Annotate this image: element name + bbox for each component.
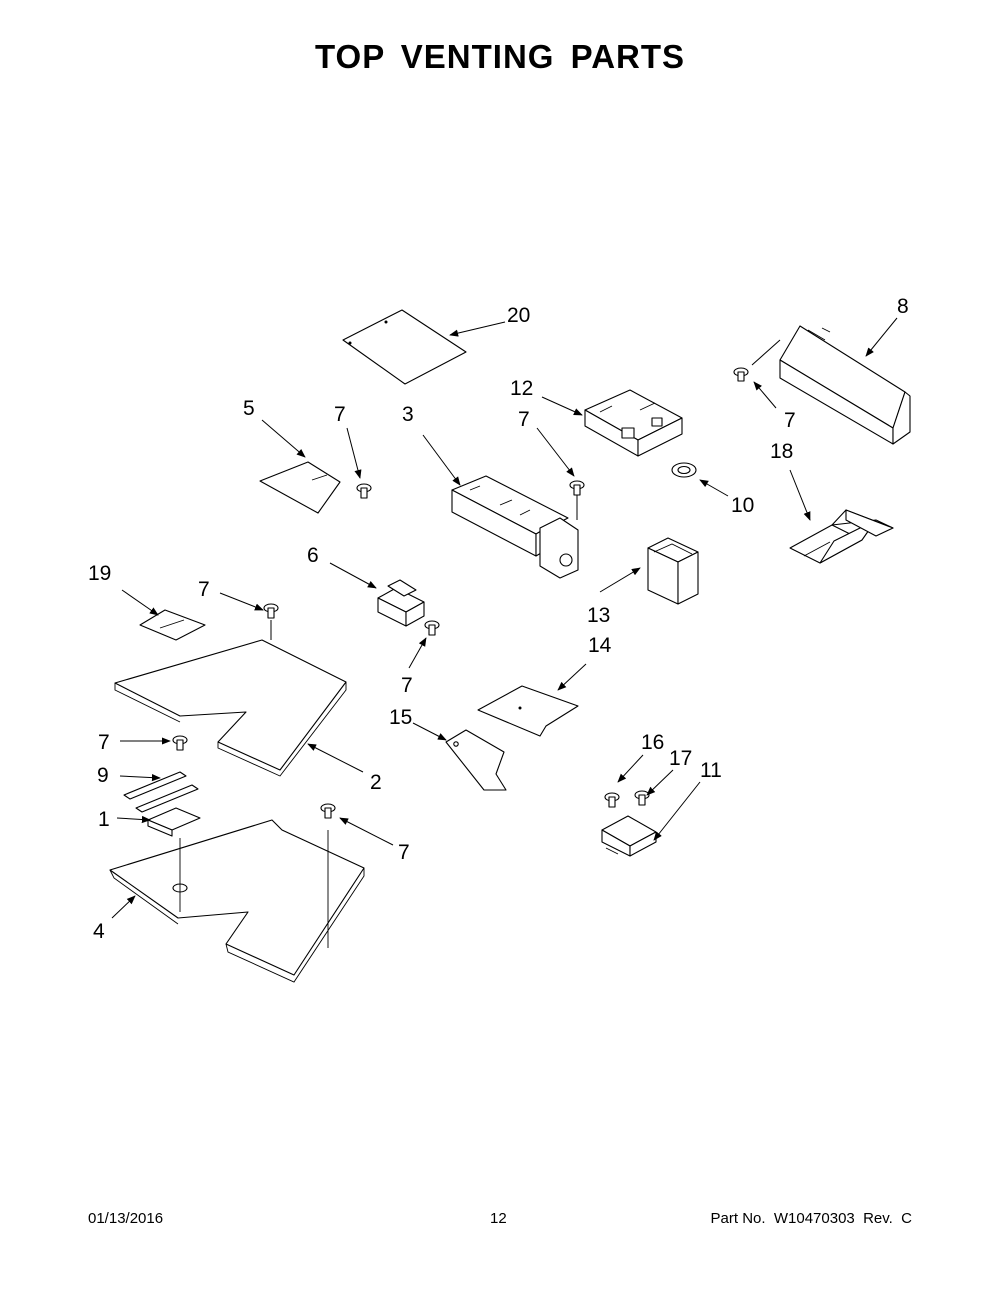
footer-part-number: Part No. W10470303 Rev. C bbox=[710, 1210, 912, 1227]
part-1-bracket bbox=[147, 807, 201, 837]
part-4-base-tray bbox=[109, 819, 365, 983]
callout-7-g: 7 bbox=[398, 841, 410, 864]
part-9-shim bbox=[123, 771, 199, 813]
callout-6: 6 bbox=[307, 544, 319, 567]
callout-16: 16 bbox=[641, 731, 664, 754]
callout-7-f: 7 bbox=[98, 731, 110, 754]
part-2-cover bbox=[114, 639, 347, 777]
callout-10: 10 bbox=[731, 494, 754, 517]
part-13-junction-box bbox=[647, 537, 699, 605]
part-14-plate bbox=[477, 685, 579, 737]
part-3-vent-motor bbox=[451, 475, 579, 579]
callout-14: 14 bbox=[588, 634, 612, 657]
part-15-gasket bbox=[445, 729, 507, 791]
part-11-terminal-block bbox=[601, 815, 657, 857]
callout-17: 17 bbox=[669, 747, 692, 770]
callout-5: 5 bbox=[243, 397, 255, 420]
callout-7-d: 7 bbox=[198, 578, 210, 601]
callout-8: 8 bbox=[897, 295, 909, 318]
part-12-control-board bbox=[584, 389, 683, 457]
callout-7-a: 7 bbox=[334, 403, 346, 426]
callout-13: 13 bbox=[587, 604, 610, 627]
callout-4: 4 bbox=[93, 920, 105, 943]
footer-date: 01/13/2016 bbox=[88, 1210, 164, 1227]
callout-7-e: 7 bbox=[401, 674, 413, 697]
footer-page-number: 12 bbox=[490, 1210, 507, 1227]
callout-12: 12 bbox=[510, 377, 533, 400]
part-8-vent-bracket bbox=[779, 325, 911, 445]
callout-19: 19 bbox=[88, 562, 111, 585]
part-19-plate bbox=[139, 609, 206, 641]
callout-7-c: 7 bbox=[784, 409, 796, 432]
part-10-washer bbox=[671, 462, 697, 478]
leader-lines bbox=[111, 317, 898, 919]
callout-18: 18 bbox=[770, 440, 793, 463]
callout-9: 9 bbox=[97, 764, 109, 787]
part-20-panel bbox=[342, 309, 467, 385]
callout-20: 20 bbox=[507, 304, 530, 327]
callout-labels: 20 8 12 5 7 3 7 7 18 10 6 19 7 13 14 7 1… bbox=[88, 295, 909, 943]
callout-1: 1 bbox=[98, 808, 110, 831]
callout-3: 3 bbox=[402, 403, 414, 426]
callout-2: 2 bbox=[370, 771, 382, 794]
part-6-transformer bbox=[377, 579, 425, 627]
part-5-plate bbox=[259, 461, 341, 514]
part-18-duct bbox=[789, 509, 894, 564]
page-title: TOP VENTING PARTS bbox=[314, 38, 686, 75]
callout-11: 11 bbox=[700, 759, 722, 782]
callout-7-b: 7 bbox=[518, 408, 530, 431]
callout-15: 15 bbox=[389, 706, 412, 729]
